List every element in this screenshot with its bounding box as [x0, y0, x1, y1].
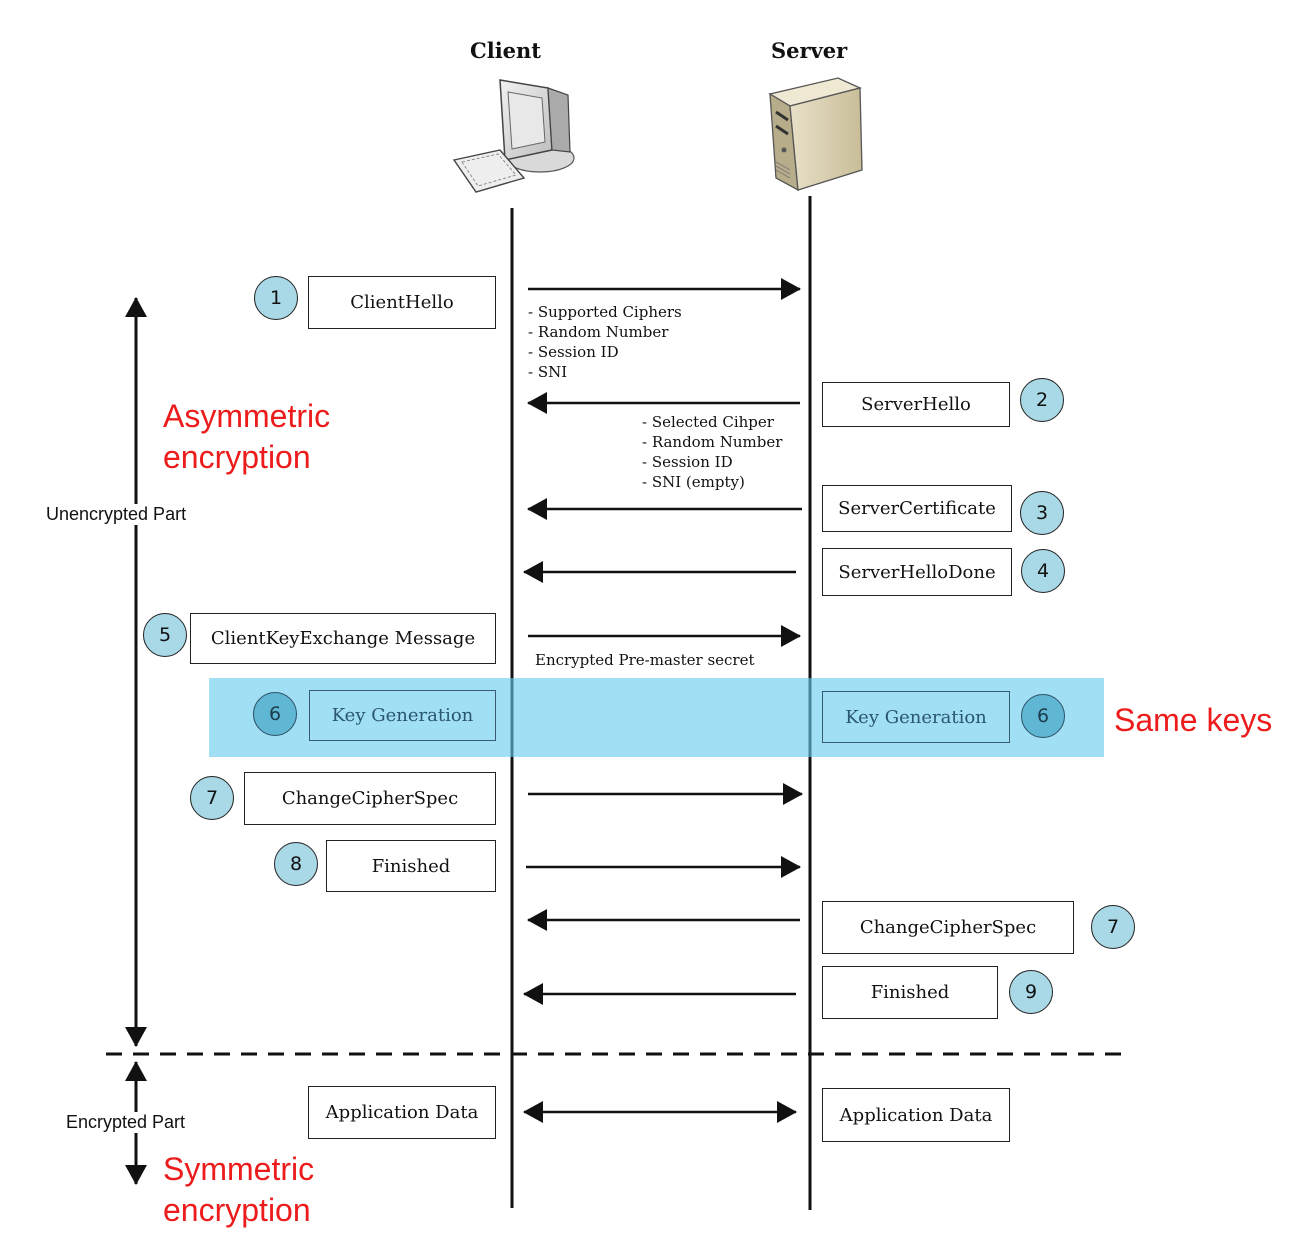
step-number-6-server: 6	[1021, 694, 1065, 738]
step-number-4: 4	[1021, 549, 1065, 593]
detail-line: - Session ID	[642, 453, 733, 471]
step-number-7-server: 7	[1091, 905, 1135, 949]
step-number-2: 2	[1020, 378, 1064, 422]
server-certificate-box: ServerCertificate	[822, 485, 1012, 532]
step-number-7-client: 7	[190, 776, 234, 820]
application-data-client-box: Application Data	[308, 1086, 496, 1139]
detail-line: - Selected Cihper	[642, 413, 774, 431]
annotation-line: Asymmetric	[163, 398, 331, 434]
change-cipher-spec-server-box: ChangeCipherSpec	[822, 901, 1074, 954]
step-number-9: 9	[1009, 970, 1053, 1014]
server-header: Server	[771, 38, 848, 63]
application-data-server-box: Application Data	[822, 1088, 1010, 1142]
detail-line: - Random Number	[642, 433, 783, 451]
key-generation-server-box: Key Generation	[822, 691, 1010, 743]
detail-line: - SNI	[528, 363, 568, 381]
client-hello-details: - Supported Ciphers - Random Number - Se…	[528, 302, 682, 382]
step-number-5: 5	[143, 613, 187, 657]
annotation-line: encryption	[163, 1192, 311, 1228]
server-tower-icon	[768, 77, 863, 192]
server-hello-done-box: ServerHelloDone	[822, 548, 1012, 596]
detail-line: - Supported Ciphers	[528, 303, 682, 321]
unencrypted-part-label: Unencrypted Part	[44, 504, 189, 525]
same-keys-annotation: Same keys	[1114, 702, 1273, 738]
finished-client-box: Finished	[326, 840, 496, 892]
server-hello-box: ServerHello	[822, 382, 1010, 427]
server-hello-details: - Selected Cihper - Random Number - Sess…	[642, 412, 782, 492]
encrypted-part-label: Encrypted Part	[64, 1112, 188, 1133]
client-header: Client	[470, 38, 541, 63]
step-number-3: 3	[1020, 491, 1064, 535]
step-number-6-client: 6	[253, 692, 297, 736]
detail-line: - Session ID	[528, 343, 619, 361]
step-number-1: 1	[254, 276, 298, 320]
detail-line: - Random Number	[528, 323, 669, 341]
key-generation-client-box: Key Generation	[309, 690, 496, 741]
finished-server-box: Finished	[822, 966, 998, 1019]
annotation-line: encryption	[163, 439, 311, 475]
symmetric-encryption-annotation: Symmetric encryption	[163, 1149, 314, 1231]
detail-line: - SNI (empty)	[642, 473, 745, 491]
step-number-8: 8	[274, 842, 318, 886]
annotation-line: Symmetric	[163, 1151, 315, 1187]
client-key-exchange-box: ClientKeyExchange Message	[190, 613, 496, 664]
client-key-exchange-details: Encrypted Pre-master secret	[535, 650, 755, 670]
client-hello-box: ClientHello	[308, 276, 496, 329]
asymmetric-encryption-annotation: Asymmetric encryption	[163, 396, 330, 478]
change-cipher-spec-client-box: ChangeCipherSpec	[244, 772, 496, 825]
detail-line: Encrypted Pre-master secret	[535, 651, 755, 669]
desktop-computer-icon	[452, 79, 575, 193]
